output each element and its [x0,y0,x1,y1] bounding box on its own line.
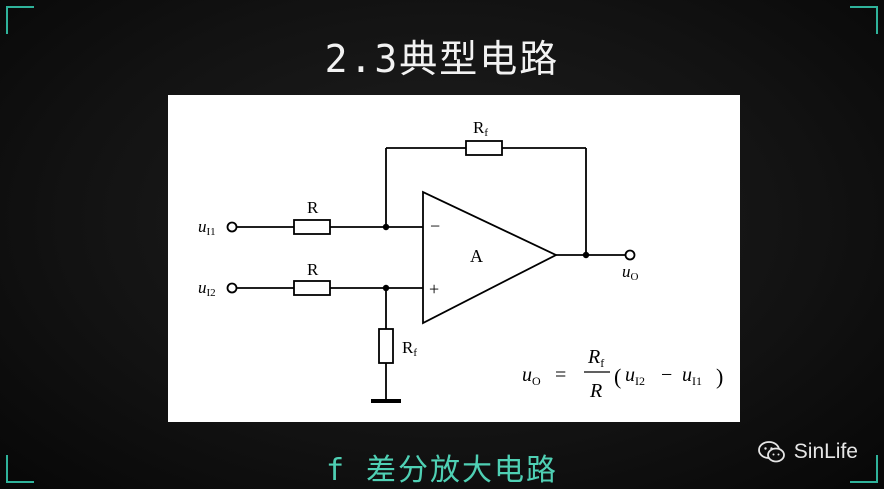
label-resistor-r-bottom: R [307,260,319,279]
resistor-rf-feedback [465,140,503,156]
label-input1: uI1 [198,217,216,238]
formula-lhs: uO [522,364,541,388]
terminal-input1 [226,221,238,233]
corner-bracket-bottom-left [6,455,34,483]
opamp-triangle [422,190,559,325]
resistor-rf-ground [378,328,394,364]
formula-denominator: R [589,380,602,402]
corner-bracket-top-left [6,6,34,34]
slide-caption: f 差分放大电路 [325,453,559,488]
corner-bracket-top-right [850,6,878,34]
junction-dot-output [582,251,590,259]
label-opamp: A [470,246,483,266]
circuit-figure: uI1 uI2 uO R R Rf Rf A − + uO = Rf R ( [168,95,740,422]
resistor-r-input2 [293,280,331,296]
wechat-icon [757,441,785,463]
slide-title: 2.3典型电路 [324,37,560,81]
formula-term1: uI2 [625,364,645,388]
label-feedback-resistor: Rf [473,118,488,139]
terminal-input2 [226,282,238,294]
formula-term2: uI1 [682,364,702,388]
formula-equals: = [555,364,566,386]
formula-numerator: Rf [587,346,604,370]
junction-dot-inverting [382,223,390,231]
label-minus-sign: − [430,216,440,236]
resistor-r-input1 [293,219,331,235]
formula-open-paren: ( [614,364,621,389]
formula-close-paren: ) [716,364,723,389]
formula-minus: − [661,364,672,386]
watermark-text: SinLife [793,440,858,463]
terminal-output [624,249,636,261]
label-plus-sign: + [429,279,439,299]
label-output: uO [622,262,639,283]
label-input2: uI2 [198,278,216,299]
label-ground-resistor: Rf [402,338,417,359]
watermark: SinLife [757,437,858,467]
differential-amplifier-schematic: uI1 uI2 uO R R Rf Rf A − + uO = Rf R ( [198,118,723,403]
label-resistor-r-top: R [307,198,319,217]
gain-formula: uO = Rf R ( uI2 − uI1 ) [522,346,723,402]
junction-dot-noninverting [382,284,390,292]
corner-bracket-bottom-right [850,455,878,483]
